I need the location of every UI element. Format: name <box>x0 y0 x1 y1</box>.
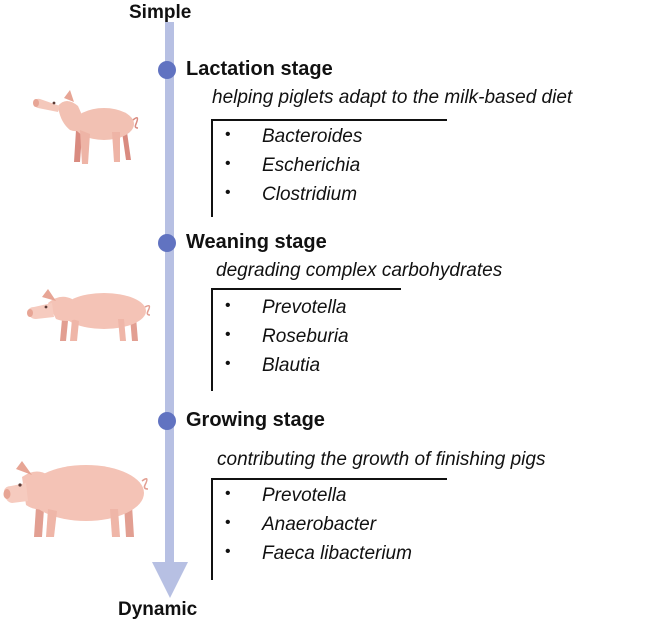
stage-description-growing: contributing the growth of finishing pig… <box>217 449 546 470</box>
stage-title-growing: Growing stage <box>186 409 325 431</box>
bacteria-name: Blautia <box>262 355 321 376</box>
stage-description-lactation: helping piglets adapt to the milk-based … <box>212 87 573 108</box>
stage-description-weaning: degrading complex carbohydrates <box>216 260 503 281</box>
stage-marker-growing <box>158 412 176 430</box>
bracket-lactation-horizontal <box>211 119 447 121</box>
bracket-growing-vertical <box>211 478 213 580</box>
stage-marker-weaning <box>158 234 176 252</box>
bracket-weaning-horizontal <box>211 288 401 290</box>
bracket-weaning-vertical <box>211 288 213 391</box>
timeline-start-label: Simple <box>129 2 192 23</box>
stage-title-weaning: Weaning stage <box>186 231 327 253</box>
piglet-illustration <box>33 90 139 164</box>
bacteria-name: Faeca libacterium <box>262 543 412 564</box>
bacteria-name: Anaerobacter <box>262 514 377 535</box>
bracket-lactation-vertical <box>211 119 213 217</box>
bacteria-name: Prevotella <box>262 485 347 506</box>
timeline-arrow <box>152 22 188 598</box>
stage-title-lactation: Lactation stage <box>186 58 333 80</box>
bacteria-name: Roseburia <box>262 326 349 347</box>
stage-marker-lactation <box>158 61 176 79</box>
bacteria-name: Escherichia <box>262 155 361 176</box>
timeline-end-label: Dynamic <box>118 599 198 620</box>
bacteria-name: Clostridium <box>262 184 358 205</box>
finishing-pig-illustration <box>3 461 149 537</box>
bracket-growing-horizontal <box>211 478 447 480</box>
weaned-pig-illustration <box>27 289 151 341</box>
bacteria-name: Bacteroides <box>262 126 363 147</box>
bacteria-name: Prevotella <box>262 297 347 318</box>
